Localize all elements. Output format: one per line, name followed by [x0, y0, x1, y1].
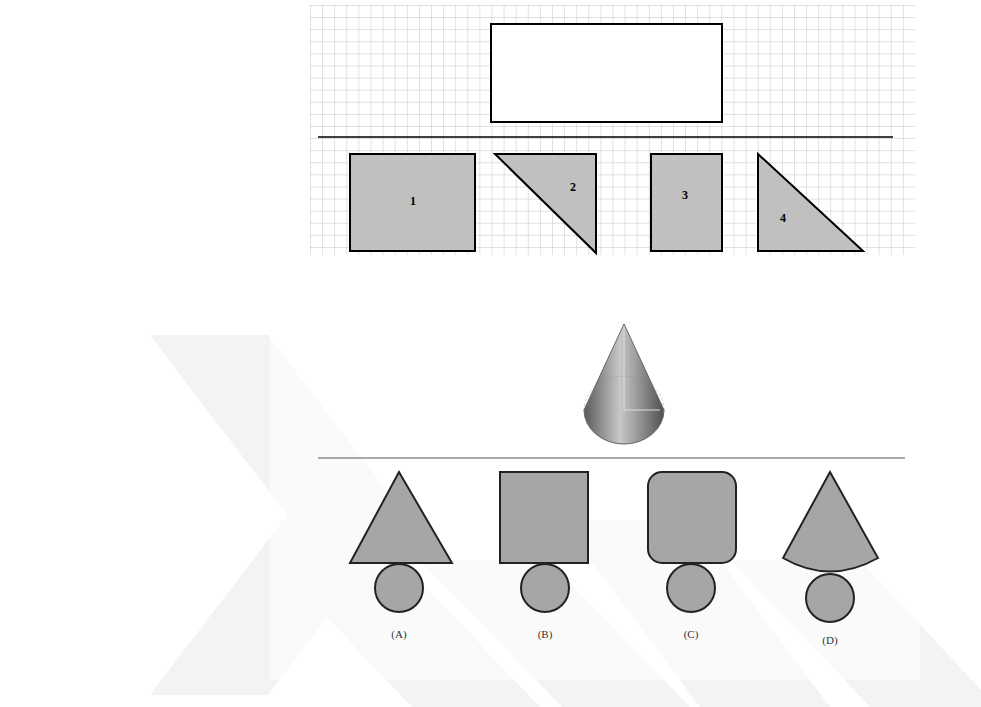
puzzle-piece: 4 [758, 154, 863, 251]
piece-number: 1 [410, 195, 416, 207]
option-letter: (D) [822, 635, 837, 646]
divider-line [318, 136, 893, 138]
grid [310, 5, 915, 255]
divider-line [318, 457, 905, 458]
option-letter: (B) [538, 629, 553, 640]
piece-number: 3 [682, 189, 688, 201]
piece-outline [758, 154, 863, 251]
piece-number: 2 [570, 181, 576, 193]
target-rectangle [491, 24, 722, 122]
piece-outline [495, 154, 596, 253]
puzzle-piece: 2 [495, 154, 596, 253]
cone [584, 324, 664, 444]
puzzle-piece: 1 [350, 154, 475, 251]
puzzle-piece: 3 [651, 154, 722, 251]
option-letter: (A) [391, 629, 406, 640]
piece-outline [651, 154, 722, 251]
option-letter: (C) [684, 629, 699, 640]
piece-number: 4 [780, 212, 786, 224]
net-options [350, 472, 878, 622]
